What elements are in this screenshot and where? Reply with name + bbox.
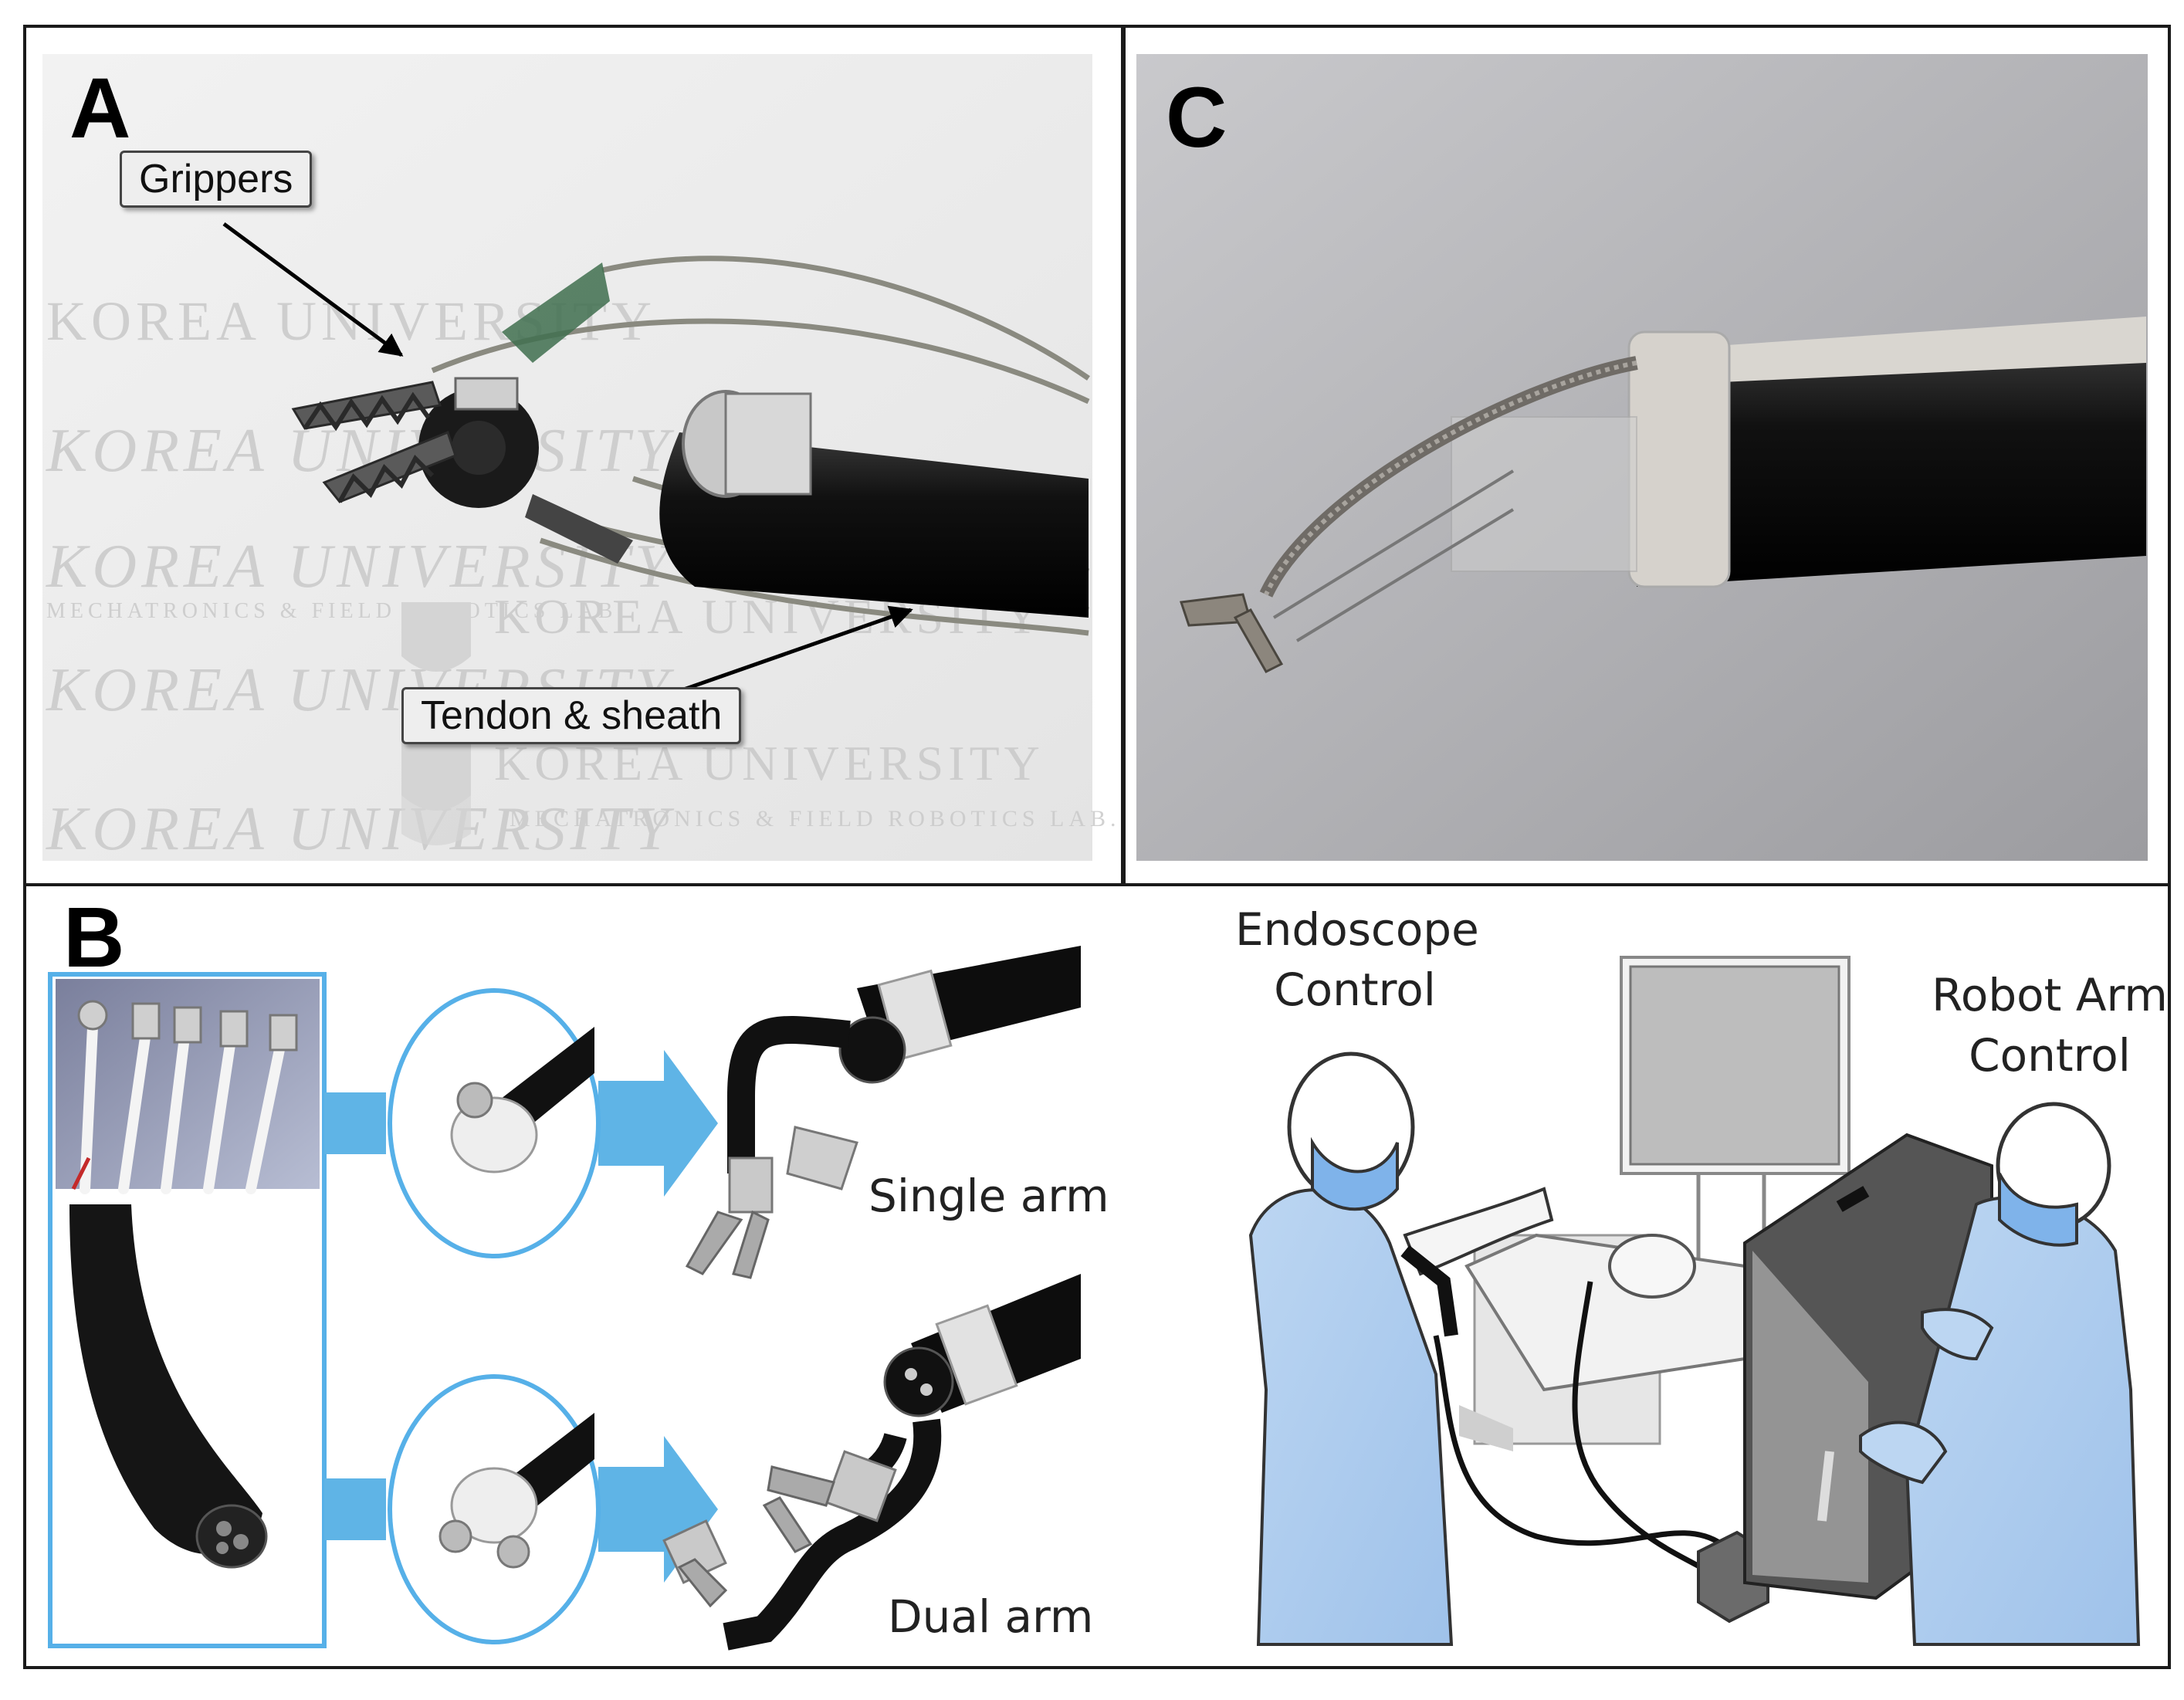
panel-b-letter: B [63, 890, 125, 985]
panel-b-frame [23, 883, 2171, 1669]
tip-gripper [1179, 593, 1284, 673]
tendon-sheath-callout: Tendon & sheath [401, 687, 742, 744]
dual-arm-label: Dual arm [888, 1590, 1094, 1643]
svg-text:KOREA UNIVERSITY: KOREA UNIVERSITY [46, 795, 675, 863]
single-arm-label: Single arm [869, 1170, 1109, 1222]
endoscope-control-label: Endoscope Control [1235, 903, 1479, 1016]
grippers-callout: Grippers [120, 151, 313, 208]
svg-text:KOREA UNIVERSITY: KOREA UNIVERSITY [494, 736, 1045, 791]
gripper-jaws [291, 381, 457, 503]
watermark-shield-icon [401, 602, 471, 845]
operating-room-illustration [1248, 956, 2141, 1646]
robot-arm-control-label: Robot Arm Control [1930, 969, 2169, 1082]
svg-text:KOREA UNIVERSITY: KOREA UNIVERSITY [46, 533, 675, 601]
panel-b-diagram [48, 946, 1081, 1651]
panel-a-photo: KOREA UNIVERSITY KOREA UNIVERSITY KOREA … [42, 54, 1121, 863]
endoscope-control-line2: Control [1274, 963, 1436, 1016]
endoscope-control-line1: Endoscope [1235, 903, 1479, 956]
watermark-text: KOREA UNIVERSITY KOREA UNIVERSITY KOREA … [46, 290, 1121, 863]
panel-c-letter: C [1166, 70, 1227, 165]
endoscope-tube [1637, 340, 2146, 587]
svg-text:MECHATRONICS & FIELD ROBOTICS: MECHATRONICS & FIELD ROBOTICS LAB. [510, 806, 1121, 831]
endoscope-photo [69, 1204, 262, 1555]
svg-text:MECHATRONICS & FIELD ROBOTICS: MECHATRONICS & FIELD ROBOTICS LAB. [46, 599, 627, 623]
panel-c-photo [1136, 54, 2148, 861]
robot-arm-control-line1: Robot Arm [1932, 969, 2168, 1021]
robot-arm-control-line2: Control [1969, 1029, 2131, 1082]
panel-a-letter: A [69, 61, 131, 156]
